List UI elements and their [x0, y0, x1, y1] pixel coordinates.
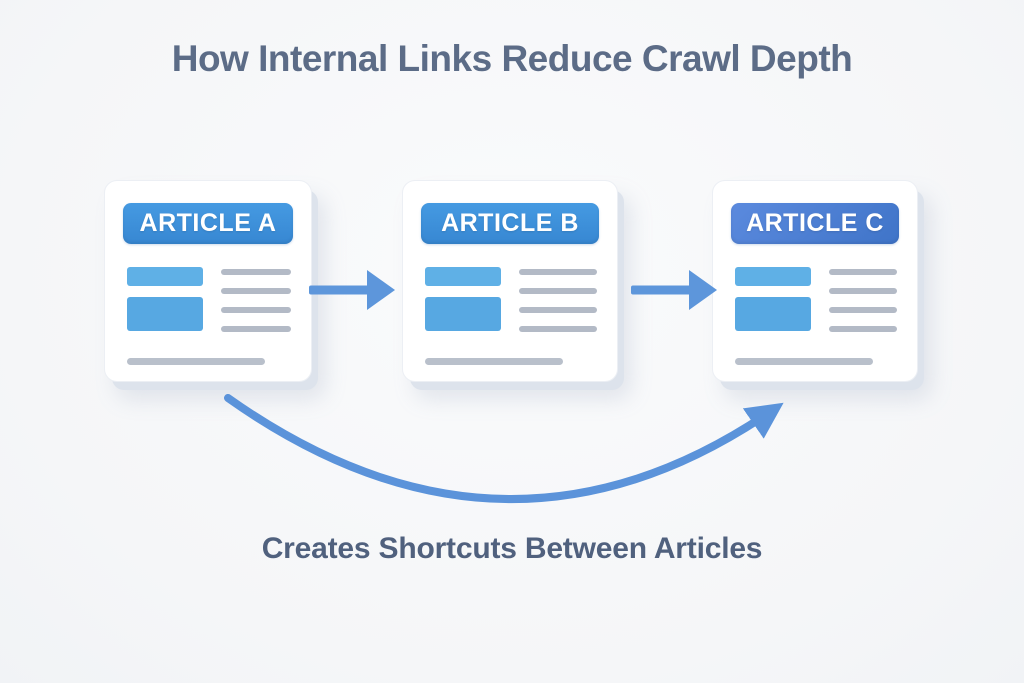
footer-line: [735, 358, 873, 365]
image-placeholder-blocks: [425, 267, 501, 345]
footer-line: [425, 358, 563, 365]
text-line: [221, 269, 291, 275]
image-placeholder: [425, 267, 501, 286]
page-title: How Internal Links Reduce Crawl Depth: [171, 38, 853, 79]
text-line: [519, 269, 597, 275]
image-placeholder: [127, 267, 203, 286]
article-a-content: [127, 267, 291, 345]
text-line: [221, 326, 291, 332]
image-placeholder: [735, 297, 811, 331]
text-line: [221, 288, 291, 294]
article-b-badge: ARTICLE B: [421, 203, 599, 244]
text-line: [829, 307, 897, 313]
text-placeholder-lines: [221, 267, 291, 345]
image-placeholder: [735, 267, 811, 286]
arrow-right-icon: [631, 270, 717, 310]
article-b-card: ARTICLE B: [402, 180, 618, 382]
text-line: [519, 288, 597, 294]
text-line: [221, 307, 291, 313]
text-line: [829, 269, 897, 275]
text-line: [519, 307, 597, 313]
image-placeholder: [127, 297, 203, 331]
article-b-content: [425, 267, 597, 345]
caption-text: Creates Shortcuts Between Articles: [261, 532, 763, 565]
curved-shortcut-arrow-icon: [224, 394, 784, 504]
article-c-card: ARTICLE C: [712, 180, 918, 382]
article-c-content: [735, 267, 897, 345]
text-line: [519, 326, 597, 332]
text-line: [829, 326, 897, 332]
text-placeholder-lines: [519, 267, 597, 345]
arrow-right-icon: [309, 270, 395, 310]
image-placeholder-blocks: [127, 267, 203, 345]
article-a-card: ARTICLE A: [104, 180, 312, 382]
article-c-badge: ARTICLE C: [731, 203, 899, 244]
text-line: [829, 288, 897, 294]
image-placeholder: [425, 297, 501, 331]
text-placeholder-lines: [829, 267, 897, 345]
footer-line: [127, 358, 265, 365]
image-placeholder-blocks: [735, 267, 811, 345]
article-a-badge: ARTICLE A: [123, 203, 293, 244]
